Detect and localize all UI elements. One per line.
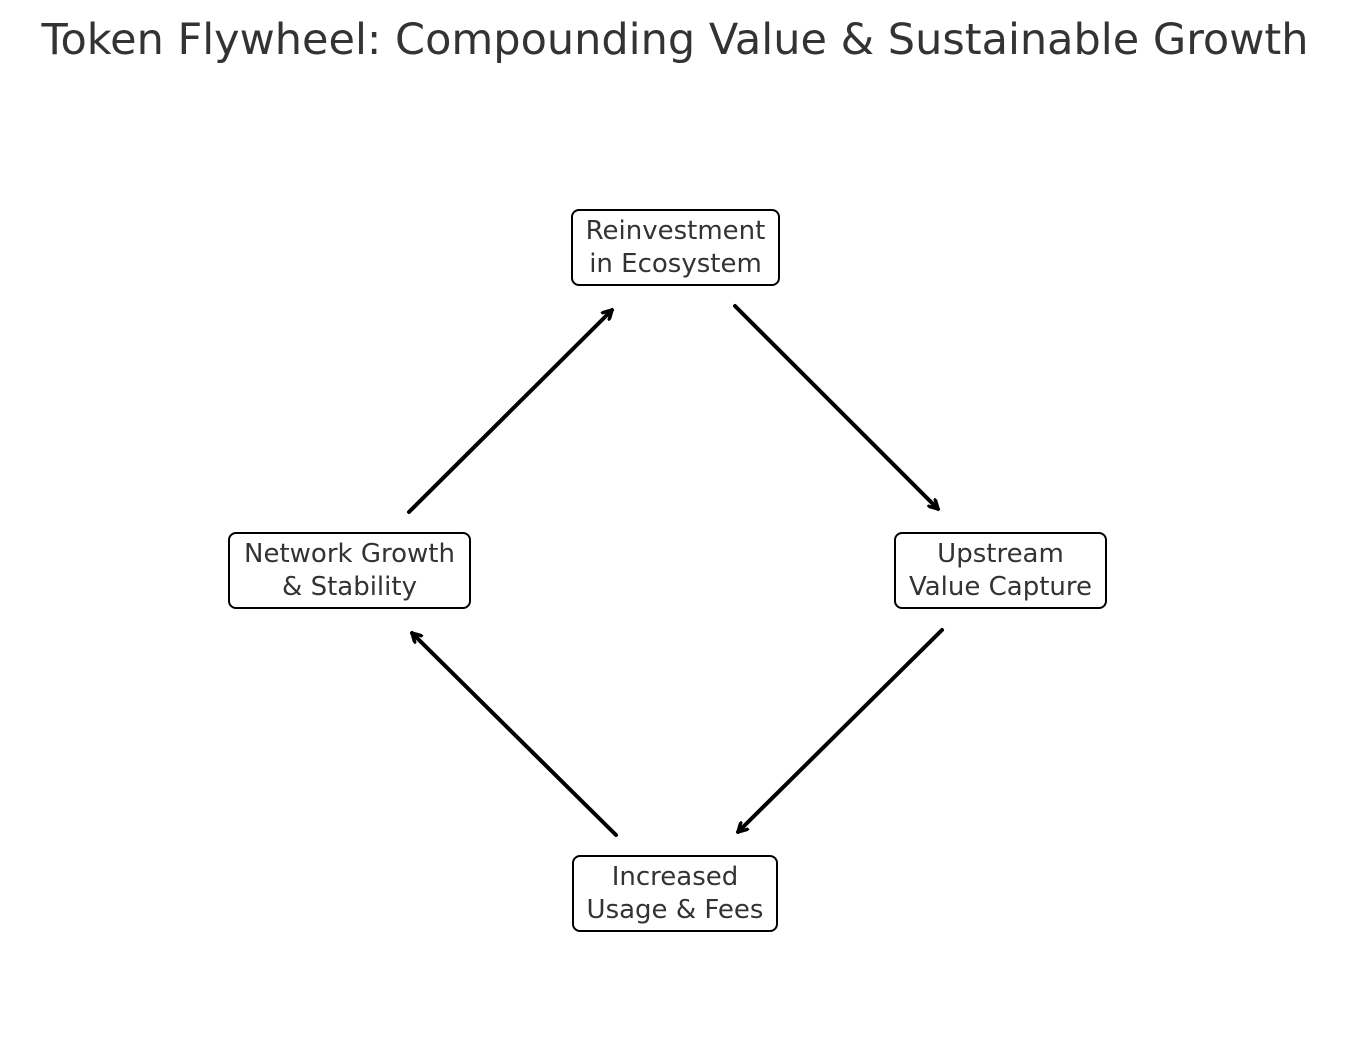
node-label-line: Network Growth (244, 538, 455, 569)
node-label-line: Increased (611, 861, 739, 892)
node-label-line: & Stability (282, 571, 417, 602)
arrow-upstream-to-usage (736, 628, 944, 834)
node-increased-usage-and-fees: Increased Usage & Fees (572, 855, 778, 932)
diagram-title: Token Flywheel: Compounding Value & Sust… (41, 15, 1309, 65)
node-label-line: in Ecosystem (589, 248, 762, 279)
node-label-line: Value Capture (908, 571, 1093, 602)
arrow-reinvestment-to-upstream (733, 304, 940, 511)
node-reinvestment-in-ecosystem: Reinvestment in Ecosystem (571, 209, 780, 286)
node-upstream-value-capture: Upstream Value Capture (894, 532, 1107, 609)
arrow-network-to-reinvestment (407, 308, 614, 514)
node-label-line: Upstream (937, 538, 1064, 569)
arrow-usage-to-network (410, 631, 618, 837)
node-network-growth-and-stability: Network Growth & Stability (228, 532, 471, 609)
node-label-line: Reinvestment (585, 215, 766, 246)
node-label-line: Usage & Fees (586, 894, 764, 925)
